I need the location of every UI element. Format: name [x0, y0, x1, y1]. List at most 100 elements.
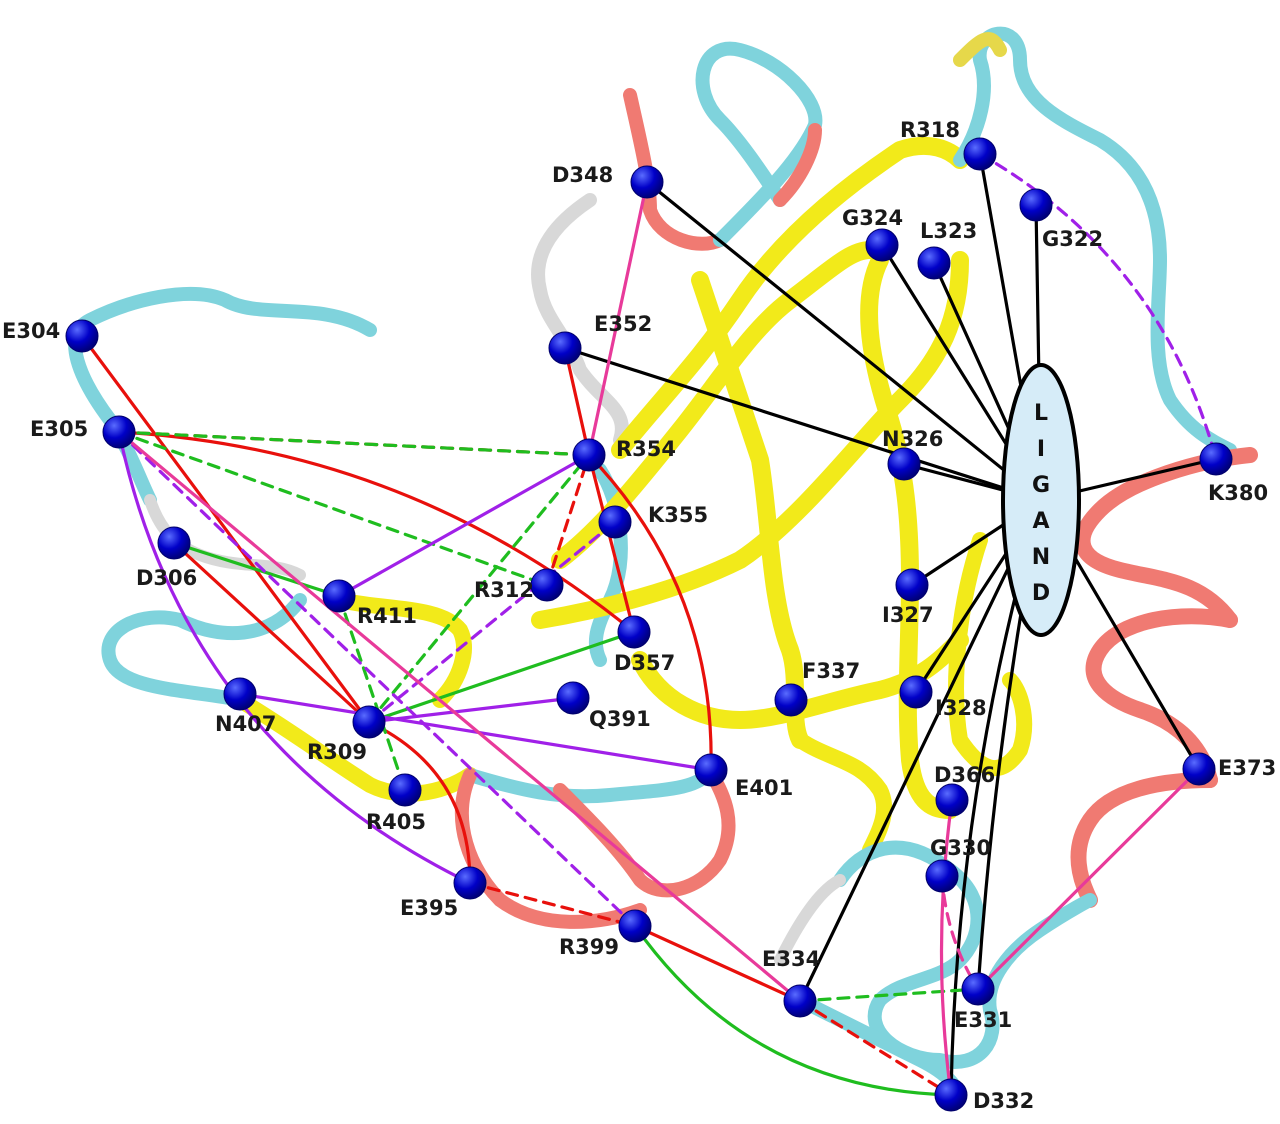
label-R312: R312 — [474, 578, 534, 602]
label-R411: R411 — [357, 604, 417, 628]
residue-node-R318 — [963, 137, 997, 171]
label-R318: R318 — [900, 118, 960, 142]
residue-node-R405 — [388, 773, 422, 807]
label-E373: E373 — [1218, 756, 1276, 780]
edge-D306-R309-red-solid — [172, 541, 371, 724]
ligand-letter-4: A — [1032, 509, 1049, 534]
label-E334: E334 — [762, 947, 820, 971]
residue-node-R354 — [572, 438, 606, 472]
edge-ligand-E352 — [563, 346, 1043, 502]
ribbon-yellow-strand-8 — [792, 732, 893, 858]
label-D306: D306 — [136, 566, 197, 590]
label-Q391: Q391 — [589, 707, 651, 731]
edge-R354-E401-red-solid — [587, 453, 713, 772]
ribbon-cyan-top — [695, 41, 823, 247]
ribbon-red-helix-2 — [1085, 608, 1238, 788]
edge-R411-R354-purple-solid — [337, 453, 591, 598]
residue-node-G324 — [865, 228, 899, 262]
edge-E334-E331-green-dashed — [798, 987, 980, 1003]
residue-node-D332 — [934, 1078, 968, 1112]
ribbon-yellow-strand-3 — [531, 251, 969, 629]
label-N407: N407 — [215, 712, 276, 736]
label-D366: D366 — [934, 763, 995, 787]
residue-node-Q391 — [556, 681, 590, 715]
residue-node-R309 — [352, 705, 386, 739]
ribbon-white-bottom — [774, 874, 846, 966]
residue-node-I327 — [895, 568, 929, 602]
residue-node-D366 — [935, 783, 969, 817]
residue-node-I328 — [899, 675, 933, 709]
edge-D348-R354-pink-solid — [587, 180, 649, 457]
ligand: L I G A N D — [1001, 363, 1081, 637]
ribbon-yellow-r309 — [232, 692, 478, 802]
label-G322: G322 — [1042, 227, 1103, 251]
ribbon-white-e352 — [531, 193, 629, 447]
label-N326: N326 — [882, 427, 943, 451]
residue-node-E352 — [548, 331, 582, 365]
label-E401: E401 — [735, 776, 793, 800]
residue-node-D348 — [630, 165, 664, 199]
label-K380: K380 — [1208, 481, 1268, 505]
label-G330: G330 — [930, 836, 991, 860]
edge-E395-R399-red-dashed — [468, 881, 637, 928]
edge-E305-R354-green-dashed — [117, 430, 591, 457]
edge-R318-K380-purple-dashed — [978, 152, 1218, 461]
label-E305: E305 — [30, 417, 88, 441]
edge-R354-D357-red-solid — [587, 453, 636, 634]
label-I327: I327 — [882, 603, 934, 627]
ribbon-n-terminal — [68, 286, 377, 507]
ribbon-yellow-right — [953, 32, 1007, 67]
ligand-letter-3: G — [1032, 473, 1050, 498]
ribbon-red-d348 — [623, 88, 727, 251]
ribbon-segment-white-1 — [144, 494, 306, 581]
ribbon-yellow-strand-7 — [948, 532, 1033, 777]
residue-node-E401 — [694, 753, 728, 787]
edge-R399-D332-green-solid — [633, 924, 953, 1097]
edge-E305-D357-red-solid — [117, 430, 636, 634]
label-K355: K355 — [648, 503, 708, 527]
edge-E304-R309-red-solid — [80, 334, 371, 724]
ribbon-red-helix-1 — [1074, 447, 1258, 628]
residue-node-E304 — [65, 319, 99, 353]
label-R309: R309 — [307, 740, 367, 764]
residue-node-K355 — [598, 505, 632, 539]
residue-node-E334 — [783, 984, 817, 1018]
label-I328: I328 — [935, 696, 987, 720]
edge-R312-R354-red-dashed — [545, 453, 591, 587]
residue-node-N326 — [887, 447, 921, 481]
label-L323: L323 — [920, 219, 977, 243]
edge-N407-E401-purple-solid — [238, 692, 713, 772]
edge-ligand-D348 — [645, 180, 1043, 502]
label-R354: R354 — [616, 437, 676, 461]
label-E304: E304 — [2, 319, 60, 343]
residue-node-F337 — [774, 683, 808, 717]
edge-R309-D357-green-solid — [367, 630, 636, 724]
residue-nodes — [65, 137, 1233, 1112]
residue-node-R399 — [618, 909, 652, 943]
ribbon-yellow-strand-1 — [611, 136, 969, 459]
ligand-letter-6: D — [1032, 581, 1050, 606]
residue-node-L323 — [917, 246, 951, 280]
edge-E352-R354-red-solid — [563, 346, 591, 457]
edge-E373-E331-pink-solid — [976, 767, 1201, 991]
ribbon-red-top — [773, 123, 822, 207]
residue-node-E373 — [1182, 752, 1216, 786]
edge-R309-E395-red-solid — [367, 720, 472, 885]
label-R405: R405 — [366, 810, 426, 834]
edge-R309-Q391-purple-solid — [367, 696, 575, 724]
edge-D306-R411-green-solid — [172, 541, 341, 598]
residue-node-E305 — [102, 415, 136, 449]
residue-node-D306 — [157, 526, 191, 560]
residue-node-E395 — [453, 866, 487, 900]
residue-node-K380 — [1199, 442, 1233, 476]
edge-R399-E334-red-solid — [633, 924, 802, 1003]
edge-D366-D332-pink-solid — [939, 798, 954, 1097]
ribbon-cyan-right — [953, 26, 1237, 457]
ligand-letter-2: I — [1037, 437, 1045, 462]
ligand-letter-1: L — [1034, 401, 1048, 426]
label-F337: F337 — [802, 659, 860, 683]
label-E331: E331 — [954, 1008, 1012, 1032]
ligand-ellipse — [1001, 363, 1081, 637]
